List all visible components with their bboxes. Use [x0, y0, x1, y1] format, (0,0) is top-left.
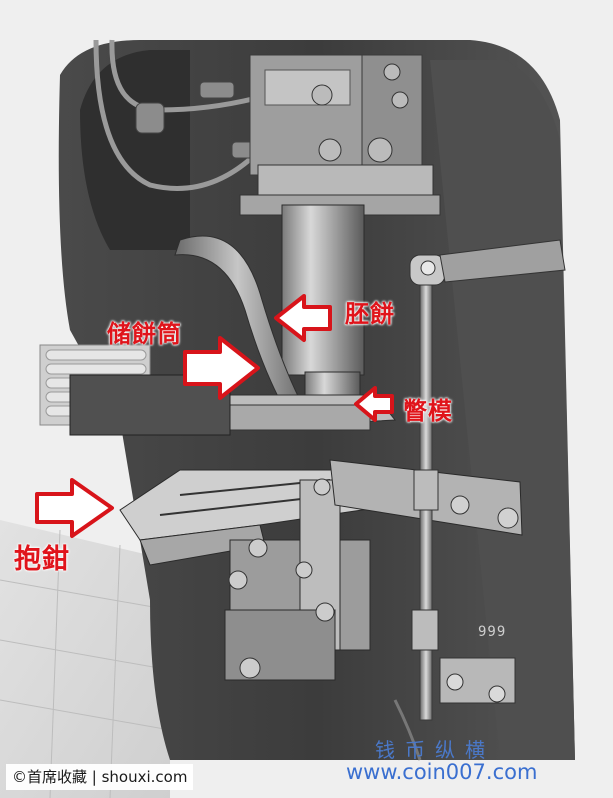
arrow-blank	[274, 294, 332, 342]
watermark-chinese: 钱币纵横	[375, 738, 495, 762]
arrow-tongs	[35, 478, 114, 538]
arrow-storage-tube	[183, 336, 260, 400]
arrow-die	[354, 386, 394, 422]
blank-label: 胚餅	[345, 300, 395, 328]
die-label: 瞥模	[403, 397, 453, 425]
part-number: 999	[478, 624, 507, 640]
watermark-url: www.coin007.com	[346, 760, 538, 784]
shouxi-credit: ©首席收藏 | shouxi.com	[6, 764, 194, 790]
tongs-label: 抱鉗	[14, 544, 70, 575]
storage-tube-label: 储餅筒	[107, 320, 182, 348]
